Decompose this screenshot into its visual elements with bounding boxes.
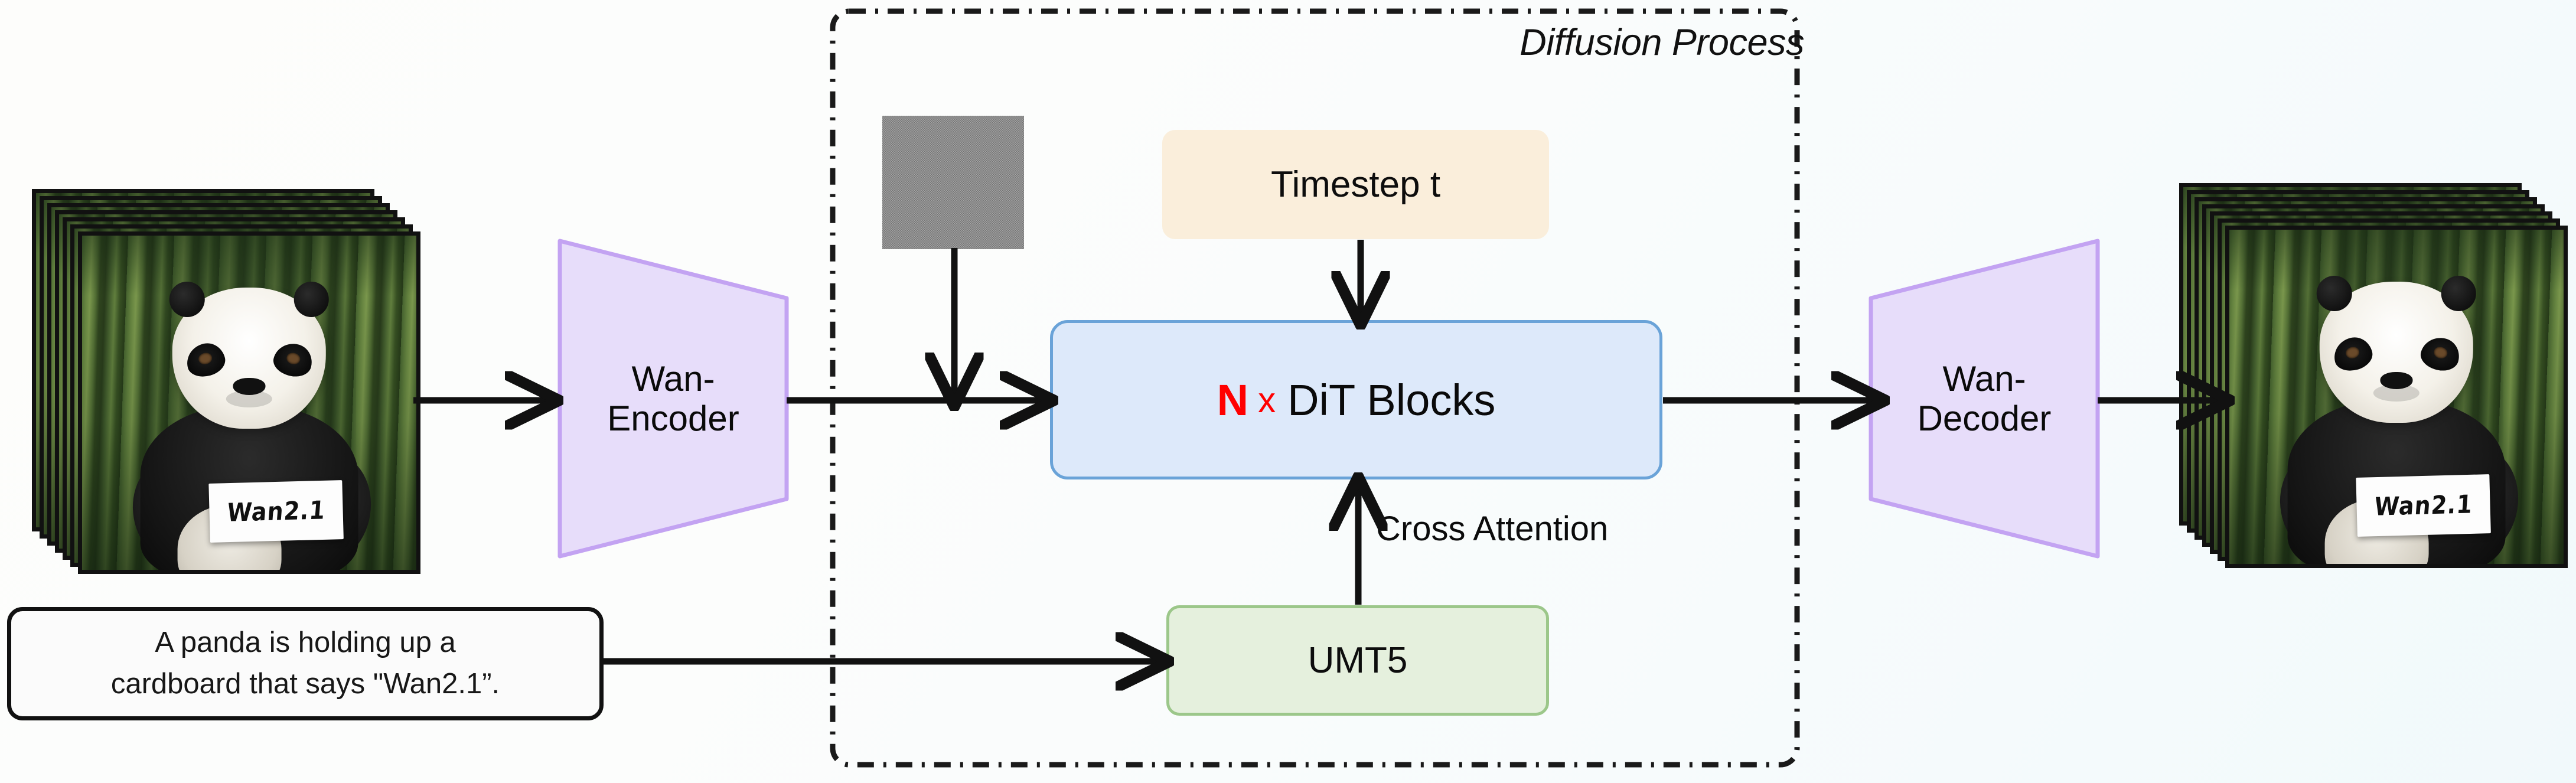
wan-encoder-shape [557,239,789,559]
wan-decoder-node[interactable]: Wan- Decoder [1866,236,2102,561]
cardboard-sign-text: Wan2.1 [2373,489,2474,521]
cardboard-sign: Wan2.1 [2356,474,2492,537]
dit-blocks-node[interactable]: N x DiT Blocks [1050,320,1662,479]
timestep-label: Timestep t [1270,164,1441,205]
prompt-line-2: cardboard that says "Wan2.1”. [110,668,500,700]
diffusion-process-border [830,8,1800,768]
prompt-text-box[interactable]: A panda is holding up a cardboard that s… [7,607,604,720]
umt5-label: UMT5 [1307,640,1408,681]
video-frame-front: Wan2.1 [2225,226,2568,568]
diffusion-process-container [830,8,1800,768]
cardboard-sign: Wan2.1 [208,479,344,543]
cross-attention-label: Cross Attention [1376,510,1609,548]
video-frame-front: Wan2.1 [78,231,420,574]
input-video-frame-stack: Wan2.1 [8,189,433,590]
gaussian-noise-patch [882,116,1024,249]
panda-illustration: Wan2.1 [124,276,379,570]
output-video-frame-stack: Wan2.1 [2179,183,2569,590]
timestep-node[interactable]: Timestep t [1162,130,1549,239]
wan-encoder-node[interactable]: Wan- Encoder [555,236,791,561]
dit-blocks-multiplier: x [1258,380,1276,420]
wan-decoder-shape [1869,239,2100,559]
prompt-line-1: A panda is holding up a [155,627,456,659]
umt5-node[interactable]: UMT5 [1166,605,1549,716]
dit-blocks-count: N [1217,375,1249,425]
panda-illustration: Wan2.1 [2271,270,2526,564]
dit-blocks-label: DiT Blocks [1287,375,1496,425]
cardboard-sign-text: Wan2.1 [226,495,327,527]
diffusion-process-label: Diffusion Process [1519,22,1804,63]
